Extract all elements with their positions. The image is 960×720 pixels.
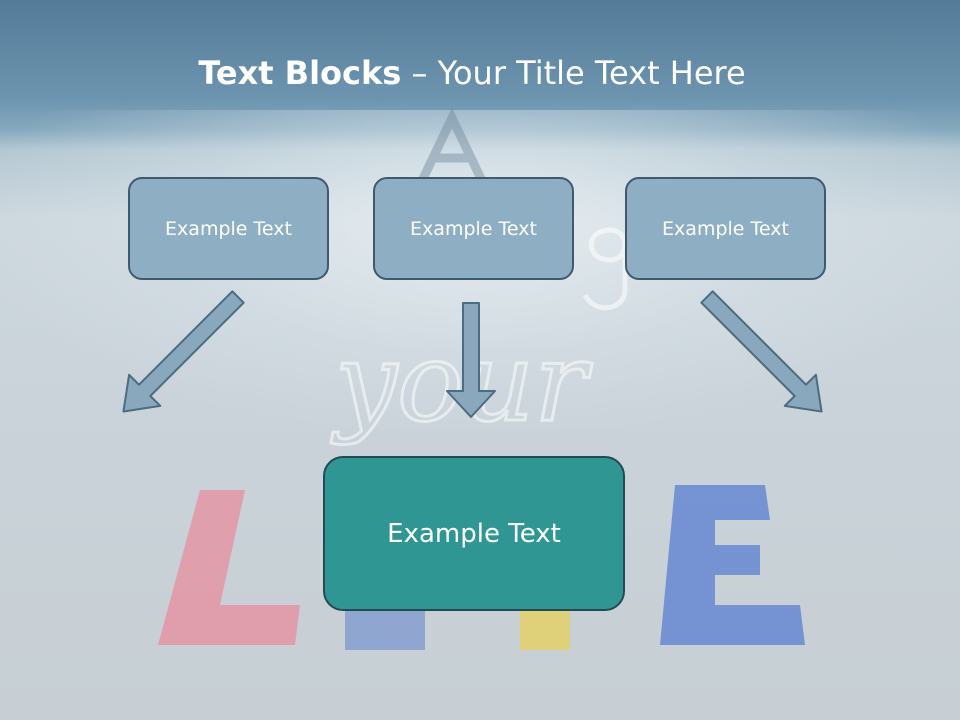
text-block-middle-label: Example Text [410,217,537,240]
arrow-right [700,290,823,413]
arrow-left-shape [122,290,245,413]
letter-i-shape [345,610,425,650]
arrow-right-shape [700,290,823,413]
text-block-left-label: Example Text [165,217,292,240]
text-block-left[interactable]: Example Text [128,177,329,280]
letter-e-shape [660,485,805,645]
slide-title: Text Blocks – Your Title Text Here [0,54,944,92]
title-dash: – [401,54,438,92]
title-bold: Text Blocks [198,54,402,92]
letter-f-shape [520,610,570,650]
title-rest: Your Title Text Here [437,54,746,92]
text-block-middle[interactable]: Example Text [373,177,574,280]
text-block-right-label: Example Text [662,217,789,240]
center-text-block[interactable]: Example Text [323,456,625,611]
text-block-right[interactable]: Example Text [625,177,826,280]
letter-l-shape [158,490,300,645]
chalk-word: your [330,318,593,446]
arrow-middle [446,302,496,418]
chalk-letter-g [582,227,628,311]
chalk-letter-a [415,107,489,187]
arrow-middle-shape [446,302,496,418]
center-text-block-label: Example Text [387,518,561,549]
arrow-left [122,290,245,413]
